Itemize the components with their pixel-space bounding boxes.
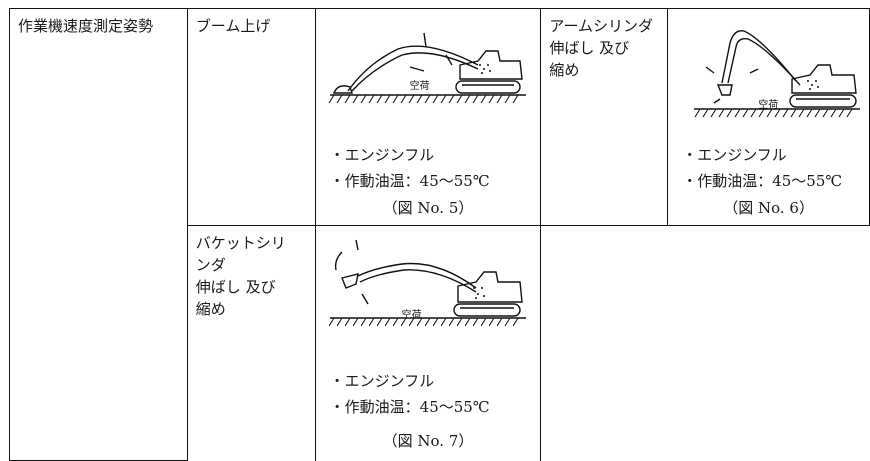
boom-figure-cell: 空荷 ・エンジンフル ・作動油温：45～55℃ （図 No. 5） xyxy=(314,8,542,226)
category-cell: 作業機速度測定姿勢 xyxy=(9,8,188,461)
engine-condition: ・エンジンフル xyxy=(329,146,435,164)
arm-cylinder-label: アームシリンダ 伸ばし 及び 縮め xyxy=(549,17,654,79)
engine-condition: ・エンジンフル xyxy=(329,372,435,390)
bucket-cylinder-label: バケットシリ ンダ 伸ばし 及び 縮め xyxy=(195,234,286,318)
excavator-boom-raise-figure xyxy=(328,32,526,104)
arm-figure-cell: 空荷 ・エンジンフル ・作動油温：45～55℃ （図 No. 6） xyxy=(667,8,870,226)
figure-caption: （図 No. 5） xyxy=(382,199,474,217)
conditions-list: ・エンジンフル ・作動油温：45～55℃ xyxy=(682,142,842,194)
conditions-list: ・エンジンフル ・作動油温：45～55℃ xyxy=(330,368,490,420)
engine-condition: ・エンジンフル xyxy=(682,146,787,164)
figure-caption: （図 No. 7） xyxy=(382,432,474,450)
load-label: 空荷 xyxy=(409,81,430,92)
oil-temp-condition: ・作動油温：45～55℃ xyxy=(329,398,490,416)
load-label: 空荷 xyxy=(401,310,422,321)
load-label: 空荷 xyxy=(758,100,779,111)
empty-cell xyxy=(540,225,870,461)
figure-caption: （図 No. 6） xyxy=(723,199,814,217)
boom-raise-label: ブーム上げ xyxy=(195,17,271,35)
oil-temp-condition: ・作動油温：45～55℃ xyxy=(329,172,490,190)
measurement-posture-table: 作業機速度測定姿勢 ブーム上げ xyxy=(9,8,870,461)
boom-label-cell: ブーム上げ xyxy=(186,8,316,226)
bucket-figure-cell: 空荷 ・エンジンフル ・作動油温：45～55℃ （図 No. 7） xyxy=(314,225,542,461)
excavator-bucket-figure xyxy=(328,239,526,327)
category-label: 作業機速度測定姿勢 xyxy=(18,17,154,35)
conditions-list: ・エンジンフル ・作動油温：45～55℃ xyxy=(330,142,490,194)
bucket-label-cell: バケットシリ ンダ 伸ばし 及び 縮め xyxy=(186,225,316,461)
excavator-arm-figure xyxy=(694,30,861,118)
arm-label-cell: アームシリンダ 伸ばし 及び 縮め xyxy=(540,8,669,226)
oil-temp-condition: ・作動油温：45～55℃ xyxy=(682,172,843,190)
